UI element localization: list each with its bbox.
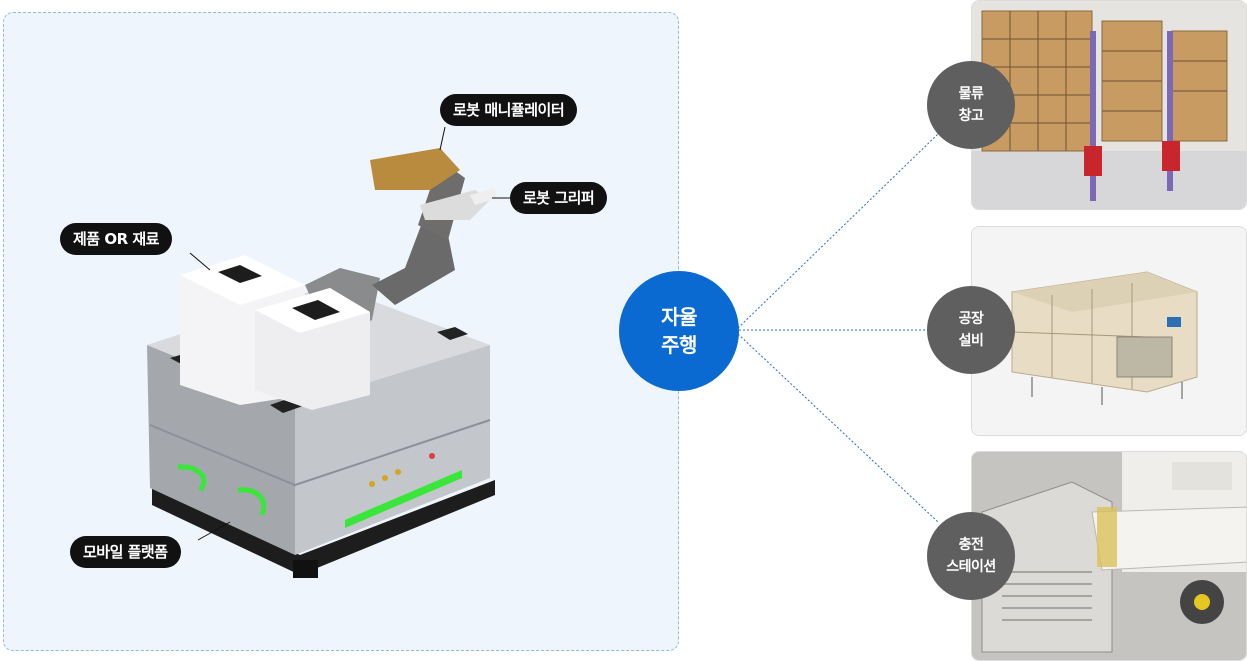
node-factory-equipment: 공장 설비 [927,286,1015,374]
node-charging-station: 충전 스테이션 [927,512,1015,600]
label-robot-gripper: 로봇 그리퍼 [510,182,608,214]
node-charging-line-2: 스테이션 [946,559,996,575]
node-charging-line-1: 충전 [958,537,984,553]
charging-station-photo [971,451,1247,661]
center-line-1: 자율 [661,305,697,329]
center-line-2: 주행 [661,333,697,357]
label-robot-manipulator: 로봇 매니퓰레이터 [440,94,578,126]
green-light-strip [345,470,462,528]
mobile-manipulator-illustration [147,148,497,578]
label-mobile-platform: 모바일 플랫폼 [70,536,181,568]
connector-charging [737,333,939,523]
node-factory-line-2: 설비 [958,333,984,349]
label-product-material: 제품 OR 재료 [60,223,172,255]
arm-lower [372,210,455,305]
arm-motor [370,148,460,190]
autonomous-driving-circle: 자율 주행 [619,271,739,391]
node-logistics-warehouse: 물류 창고 [927,61,1015,149]
factory-equipment-photo [971,226,1247,436]
node-warehouse-line-1: 물류 [958,86,984,102]
node-factory-line-1: 공장 [958,311,984,327]
connector-warehouse [737,133,939,329]
node-warehouse-line-2: 창고 [958,108,984,124]
